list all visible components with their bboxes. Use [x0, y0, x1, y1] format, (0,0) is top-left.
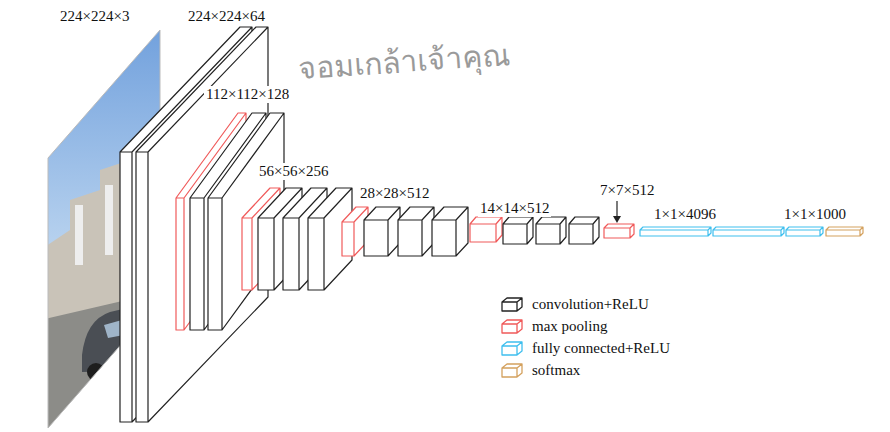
- legend-row: fully connected+ReLU: [500, 340, 670, 356]
- legend-row: convolution+ReLU: [500, 296, 649, 312]
- legend-swatch: [500, 362, 524, 378]
- dimension-label: 224×224×64: [186, 8, 267, 25]
- dimension-label: 28×28×512: [358, 185, 431, 202]
- legend-row: softmax: [500, 362, 580, 378]
- legend-swatch: [500, 296, 524, 312]
- legend-text: max pooling: [532, 319, 607, 334]
- legend-row: max pooling: [500, 318, 607, 334]
- dimension-label: 224×224×3: [58, 8, 131, 25]
- dimension-label: 112×112×128: [204, 86, 291, 103]
- dimension-label: 7×7×512: [598, 182, 656, 199]
- dimension-label: 56×56×256: [257, 163, 330, 180]
- dimension-label: 1×1×1000: [782, 206, 848, 223]
- legend-text: softmax: [532, 363, 580, 378]
- legend-swatch: [500, 340, 524, 356]
- legend-swatch: [500, 318, 524, 334]
- legend-text: fully connected+ReLU: [532, 341, 670, 356]
- dimension-label: 1×1×4096: [652, 206, 718, 223]
- dimension-label: 14×14×512: [478, 200, 551, 217]
- watermark: จอมเกล้าเจ้าคุณ: [297, 37, 511, 88]
- legend-text: convolution+ReLU: [532, 297, 649, 312]
